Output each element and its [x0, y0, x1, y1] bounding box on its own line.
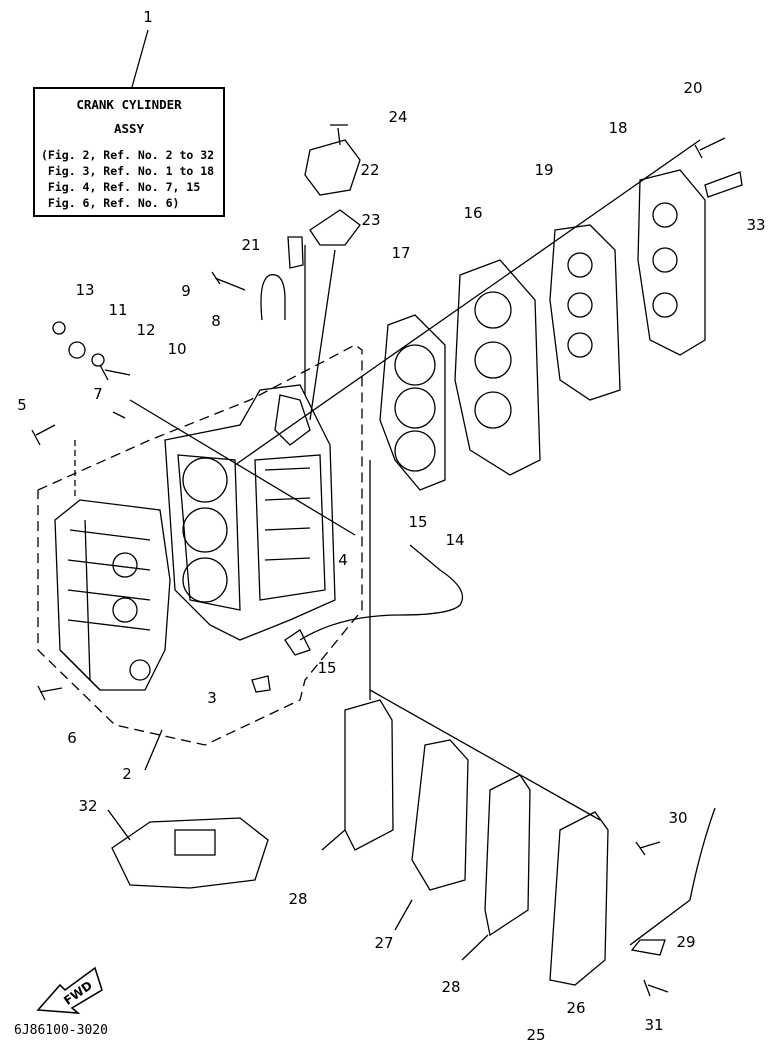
gasket-32	[111, 817, 269, 889]
cover-gasket	[309, 209, 361, 246]
callout-20: 20	[683, 79, 702, 97]
callout-28b: 28	[441, 978, 460, 996]
callout-13: 13	[75, 281, 94, 299]
callout-9: 9	[181, 282, 191, 300]
document-code: 6J86100-3020	[14, 1023, 108, 1038]
callout-2: 2	[122, 765, 132, 783]
exhaust-gasket-28b	[484, 774, 531, 937]
callout-31: 31	[644, 1016, 663, 1034]
legend-title: CRANK CYLINDER	[76, 97, 182, 112]
legend-subtitle: ASSY	[113, 121, 145, 136]
callout-25: 25	[526, 1026, 545, 1044]
exhaust-outer-cover-26	[549, 811, 609, 986]
callout-19: 19	[534, 161, 553, 179]
callout-14: 14	[445, 531, 464, 549]
crankcase-half	[54, 499, 171, 691]
cylinder-gasket-17	[379, 314, 446, 491]
callout-15a: 15	[408, 513, 427, 531]
callout-30: 30	[668, 809, 687, 827]
legend-references: (Fig. 2, Ref. No. 2 to 32 Fig. 3, Ref. N…	[41, 147, 214, 211]
callout-7: 7	[93, 385, 103, 403]
callout-4: 4	[338, 551, 348, 569]
cylinder-block	[164, 384, 336, 641]
callout-10: 10	[167, 340, 186, 358]
legend-ref-line: Fig. 4, Ref. No. 7, 15	[41, 180, 201, 194]
callout-8: 8	[211, 312, 221, 330]
fwd-arrow-icon	[36, 966, 103, 1014]
exhaust-inner-cover-27	[411, 739, 469, 891]
assembly-outline-2	[37, 344, 363, 746]
cylinder-head-16	[454, 259, 541, 476]
callout-5: 5	[17, 396, 27, 414]
callout-26: 26	[566, 999, 585, 1017]
callout-11: 11	[108, 301, 127, 319]
callout-24: 24	[388, 108, 407, 126]
hose-clip	[260, 274, 286, 321]
callout-33: 33	[746, 216, 765, 234]
callout-32: 32	[78, 797, 97, 815]
callout-22: 22	[360, 161, 379, 179]
head-gasket-19	[549, 224, 621, 401]
callout-6: 6	[67, 729, 77, 747]
callout-27: 27	[374, 934, 393, 952]
callout-3: 3	[207, 689, 217, 707]
callout-16: 16	[463, 204, 482, 222]
callout-23: 23	[361, 211, 380, 229]
legend-ref-line: (Fig. 2, Ref. No. 2 to 32	[41, 148, 215, 162]
thermostat-cover	[304, 139, 361, 196]
legend-ref-line: Fig. 3, Ref. No. 1 to 18	[41, 164, 215, 178]
callout-18: 18	[608, 119, 627, 137]
legend-ref-line: Fig. 6, Ref. No. 6)	[41, 196, 180, 210]
callout-1: 1	[143, 8, 153, 26]
legend-box: CRANK CYLINDER ASSY (Fig. 2, Ref. No. 2 …	[33, 87, 225, 217]
callout-15b: 15	[317, 659, 336, 677]
callout-12: 12	[136, 321, 155, 339]
head-cover-18	[637, 169, 706, 356]
callout-21: 21	[241, 236, 260, 254]
callout-28a: 28	[288, 890, 307, 908]
callout-29: 29	[676, 933, 695, 951]
fwd-label: FWD	[61, 978, 95, 1007]
exhaust-gasket-28a	[344, 699, 394, 851]
thermostat	[287, 236, 304, 269]
callout-17: 17	[391, 244, 410, 262]
